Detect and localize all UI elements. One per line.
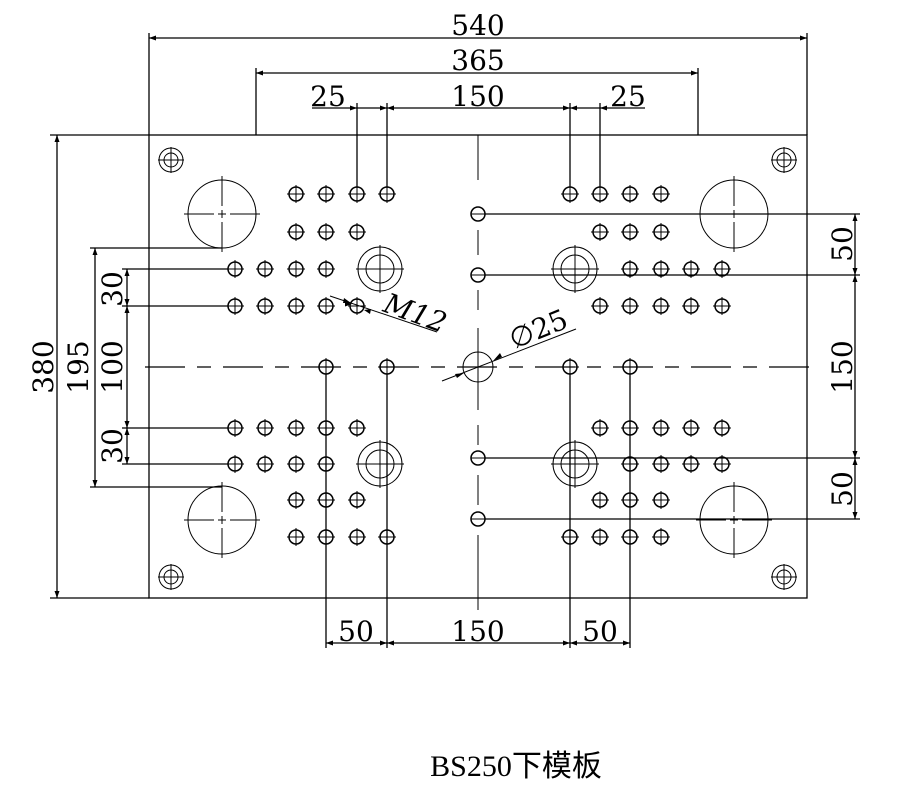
dimension-lines	[50, 33, 860, 648]
dim-label-column-spacing-right: 50	[582, 615, 618, 648]
arrowhead	[124, 457, 130, 464]
arrowhead	[852, 458, 858, 465]
arrowhead	[563, 105, 570, 111]
arrowhead	[124, 306, 130, 313]
arrowhead	[852, 451, 858, 458]
arrowhead	[493, 353, 502, 361]
arrowhead	[570, 640, 577, 646]
dim-label-column-spacing-left: 50	[338, 615, 374, 648]
arrowhead	[124, 269, 130, 276]
arrowhead	[92, 248, 98, 255]
arrowhead	[54, 591, 60, 598]
dim-label-bolt-spacing-right: 25	[610, 80, 646, 113]
arrowhead	[387, 105, 394, 111]
dim-label-bolt-spacing-left: 25	[310, 80, 346, 113]
arrowhead	[600, 105, 607, 111]
arrowhead	[623, 640, 630, 646]
dim-label-overall-height: 380	[27, 340, 60, 393]
arrowhead	[380, 640, 387, 646]
dim-label-ejector-spacing-center: 150	[826, 340, 859, 393]
arrowhead	[350, 105, 357, 111]
arrowhead	[124, 299, 130, 306]
arrowhead	[124, 421, 130, 428]
arrowhead	[455, 373, 464, 378]
dim-label-ejector-spacing-top: 50	[826, 226, 859, 262]
arrowhead	[124, 428, 130, 435]
dim-label-row-spacing-bottom: 30	[96, 428, 129, 464]
arrowhead	[149, 35, 156, 41]
dim-label-row-spacing-center: 100	[96, 340, 129, 393]
arrowhead	[256, 70, 263, 76]
arrowhead	[54, 135, 60, 142]
callout-thread-m12: M12	[378, 286, 451, 339]
dim-label-overall-width: 540	[451, 9, 504, 42]
dim-label-ejector-spacing-bottom: 50	[826, 471, 859, 507]
dim-label-column-spacing-center: 150	[451, 615, 504, 648]
callout-center-hole-diameter: ∅25	[504, 303, 572, 356]
arrowhead	[852, 214, 858, 221]
dim-label-bolt-spacing-center: 150	[451, 80, 504, 113]
arrowhead	[326, 640, 333, 646]
arrowhead	[800, 35, 807, 41]
dim-label-guide-pin-spacing-y: 195	[62, 340, 95, 393]
holes	[158, 135, 797, 610]
arrowhead	[852, 275, 858, 282]
arrowhead	[364, 309, 371, 314]
arrowhead	[92, 480, 98, 487]
dim-label-guide-pin-spacing-x: 365	[451, 44, 504, 77]
arrowhead	[852, 512, 858, 519]
arrowhead	[852, 268, 858, 275]
dim-label-row-spacing-top: 30	[96, 271, 129, 307]
arrowhead	[691, 70, 698, 76]
drawing-title: BS250下模板	[430, 750, 602, 783]
arrowhead	[563, 640, 570, 646]
arrowhead	[387, 640, 394, 646]
arrowhead	[343, 298, 351, 303]
